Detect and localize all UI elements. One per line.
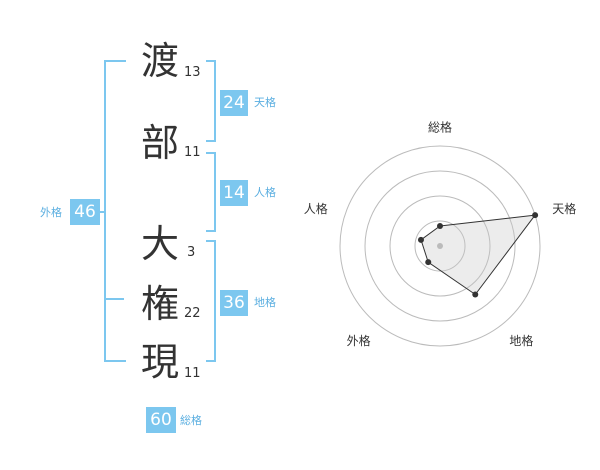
jinkaku-bracket [206, 152, 216, 232]
radar-area [420, 214, 537, 296]
chikaku-label: 地格 [254, 296, 276, 309]
soukaku-label: 総格 [180, 414, 202, 427]
radar-ring [389, 195, 491, 297]
stroke-count-1: 13 [184, 65, 201, 80]
radar-axis-label-5: 人格 [304, 201, 328, 216]
radar-point-1 [437, 223, 443, 229]
jinkaku-label: 人格 [254, 186, 276, 199]
radar-ring [414, 220, 466, 272]
radar-point-3 [472, 291, 479, 298]
radar-center [437, 243, 443, 249]
name-char-3: 大 [140, 222, 179, 266]
radar-ring [364, 170, 516, 322]
name-char-4: 権 [140, 282, 179, 326]
radar-point-4 [425, 259, 432, 266]
radar-axis-label-3: 地格 [509, 333, 533, 348]
tenkaku-value: 24 [220, 90, 248, 116]
gaikaku-bracket-stem [96, 211, 106, 213]
gaikaku-bracket-divider [104, 298, 124, 300]
gaikaku-value: 46 [70, 199, 100, 225]
name-char-5: 現 [140, 340, 179, 384]
stroke-count-2: 11 [184, 145, 201, 160]
radar-point-2 [532, 212, 539, 219]
radar-axis-label-4: 外格 [347, 333, 371, 348]
stroke-count-4: 22 [184, 306, 201, 321]
tenkaku-bracket [206, 60, 216, 142]
gaikaku-label: 外格 [40, 206, 62, 219]
radar-ring [339, 145, 541, 347]
tenkaku-label: 天格 [254, 96, 276, 109]
radar-point-5 [417, 236, 424, 243]
gaikaku-bracket [104, 60, 126, 362]
stroke-count-5: 11 [184, 366, 201, 381]
soukaku-value: 60 [146, 407, 176, 433]
name-char-1: 渡 [140, 39, 179, 83]
radar-axis-label-2: 天格 [552, 201, 576, 216]
chikaku-value: 36 [220, 290, 248, 316]
radar-axis-label-1: 総格 [428, 120, 452, 135]
stroke-count-3: 3 [187, 245, 196, 260]
name-char-2: 部 [140, 121, 179, 165]
jinkaku-value: 14 [220, 180, 248, 206]
chikaku-bracket [206, 240, 216, 362]
